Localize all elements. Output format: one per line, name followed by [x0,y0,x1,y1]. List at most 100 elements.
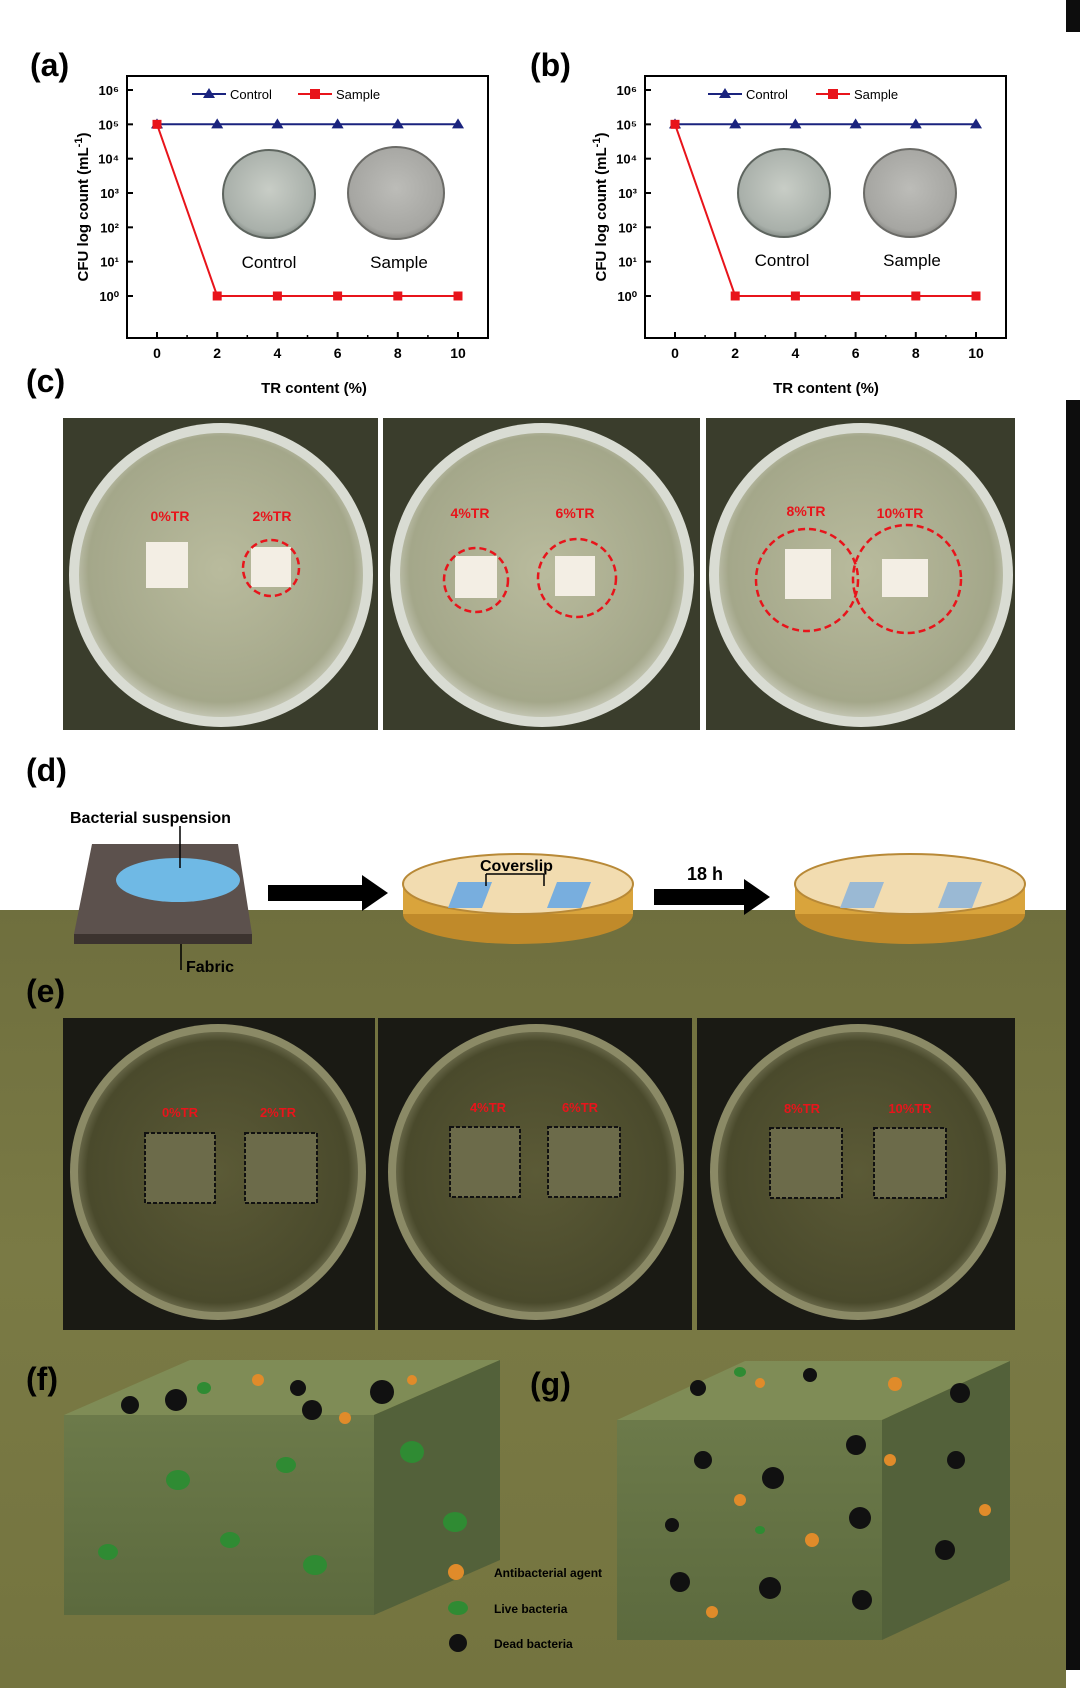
panel-label-a: (a) [30,47,69,83]
y-tick-label: 10⁴ [98,152,119,167]
data-point-sample [730,291,740,301]
y-tick-label: 10¹ [100,255,119,270]
y-tick-label: 10⁵ [98,117,119,132]
photo-c-1: 0%TR 2%TR [63,418,378,730]
label-c-10tr: 10%TR [877,505,924,521]
inset-label-sample-b: Sample [883,251,941,270]
label-coverslip: Coverslip [480,858,553,875]
coverslip-4 [938,882,982,908]
coverslip-2 [547,882,591,908]
bacterial-suspension-drop [116,858,240,902]
label-e-8tr: 8%TR [784,1101,821,1116]
legend-marker-sample-a [310,89,320,99]
inhibition-zone-2tr [241,538,301,598]
data-point-control [331,118,344,129]
data-point-sample [911,291,921,301]
label-e-4tr: 4%TR [470,1100,507,1115]
y-tick-label: 10⁴ [616,152,637,167]
data-point-sample [971,291,981,301]
x-tick-label: 4 [792,345,800,361]
photo-e-3: 8%TR 10%TR [697,1018,1015,1330]
data-point-control [391,118,404,129]
legend-dead-bacteria: Dead bacteria [494,1637,573,1651]
arrow-1 [268,875,388,911]
legend-antibacterial-agent: Antibacterial agent [494,1566,602,1580]
panel-label-c: (c) [26,363,65,399]
label-e-2tr: 2%TR [260,1105,297,1120]
panel-label-e: (e) [26,973,65,1009]
label-c-2tr: 2%TR [253,508,292,524]
right-edge-bar-top [1066,0,1080,32]
fabric-10tr [882,559,928,597]
fabric-8tr [785,549,831,599]
inhibition-zone-10tr [851,523,963,635]
data-point-sample [152,119,162,129]
y-tick-label: 10² [618,220,637,235]
coverslip-e-2tr [244,1132,318,1204]
inset-photos-a: Control Sample [222,146,445,272]
data-point-sample [333,291,343,301]
label-e-0tr: 0%TR [162,1105,199,1120]
y-tick-label: 10⁶ [99,83,119,98]
coverslip-e-8tr [769,1127,843,1199]
dead-bacteria-icon [449,1634,467,1652]
panel-label-d: (d) [26,752,67,788]
block-g-front [617,1420,882,1640]
label-c-8tr: 8%TR [787,503,826,519]
inhibition-zone-6tr [536,537,618,619]
x-tick-label: 10 [968,345,984,361]
x-tick-label: 2 [213,345,221,361]
legend-control-b: Control [746,87,788,102]
panel-g: (g) [530,1361,1010,1640]
inset-dish-control-b [737,148,831,238]
fabric-6tr [555,556,595,596]
fabric-0tr [146,542,188,588]
label-c-6tr: 6%TR [556,505,595,521]
photo-e-1: 0%TR 2%TR [63,1018,375,1330]
photo-c-3: 8%TR 10%TR [706,418,1015,730]
live-bacteria-icon [448,1601,468,1615]
x-tick-label: 10 [450,345,466,361]
data-point-control [452,118,464,129]
coverslip-e-0tr [144,1132,216,1204]
y-tick-label: 10¹ [618,255,637,270]
x-tick-label: 6 [334,345,342,361]
label-incubation-time: 18 h [687,864,723,884]
y-axis-label-a: CFU log count (mL-1) [73,133,92,282]
inset-label-control-a: Control [242,253,297,272]
block-g-top [617,1361,1010,1420]
panel-label-b: (b) [530,47,571,83]
y-tick-label: 10⁰ [99,289,119,304]
x-axis-label-b: TR content (%) [773,380,879,397]
petri-dish-2 [794,853,1026,944]
x-tick-label: 2 [731,345,739,361]
series-a [151,118,464,301]
y-tick-label: 10⁵ [616,117,637,132]
label-c-4tr: 4%TR [451,505,490,521]
x-axis-label-a: TR content (%) [261,380,367,397]
data-point-control [909,118,922,129]
series-b [669,118,982,301]
data-point-sample [453,291,463,301]
x-tick-label: 8 [394,345,402,361]
chart-b: CFU log count (mL-1) TR content (%) 10⁰1… [591,75,1007,397]
y-tick-label: 10⁰ [617,289,637,304]
fabric-4tr [455,556,497,598]
panel-d: (d) Bacterial suspension Fabric Coversli… [26,752,1026,976]
inhibition-zone-8tr [754,527,860,633]
block-f-side [374,1360,500,1615]
data-point-sample [393,291,403,301]
coverslip-e-6tr [547,1126,621,1198]
legend-sample-b: Sample [854,87,898,102]
inset-photos-b: Control Sample [737,148,957,270]
data-point-control [729,118,742,129]
data-point-sample [670,119,680,129]
data-point-control [211,118,224,129]
panel-c-photos: 0%TR 2%TR 4%TR 6%TR 8%TR 10%TR [63,418,1015,730]
legend-b: Control Sample [708,87,898,102]
data-point-sample [272,291,282,301]
